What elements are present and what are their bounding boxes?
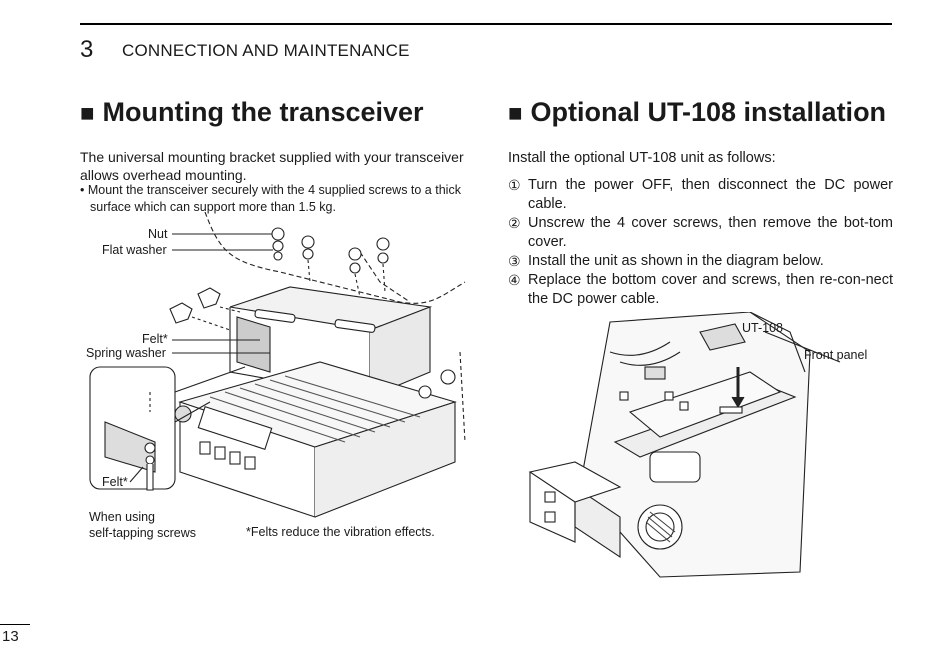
step-1: ① Turn the power OFF, then disconnect th… xyxy=(508,176,893,214)
label-felt-1: Felt* xyxy=(142,332,168,346)
label-ut108: UT-108 xyxy=(742,321,783,335)
self-tapping-note-line2: self-tapping screws xyxy=(89,526,196,540)
mounting-bullet: • Mount the transceiver securely with th… xyxy=(80,182,475,216)
label-spring-washer: Spring washer xyxy=(86,346,166,360)
page-number-rule xyxy=(0,624,30,625)
label-flat-washer: Flat washer xyxy=(102,243,167,257)
page-number: 13 xyxy=(2,628,19,645)
ut108-diagram xyxy=(528,312,841,578)
bullet-line2: surface which can support more than 1.5 … xyxy=(90,200,336,214)
mounting-intro: The universal mounting bracket supplied … xyxy=(80,149,464,183)
self-tapping-note: When using self-tapping screws xyxy=(89,509,196,541)
label-felt-2: Felt* xyxy=(102,475,128,489)
install-steps: ① Turn the power OFF, then disconnect th… xyxy=(508,176,893,309)
step-number: ① xyxy=(508,177,521,193)
bullet-line1: • Mount the transceiver securely with th… xyxy=(80,183,461,197)
heading-ut108: ■ Optional UT-108 installation xyxy=(508,97,886,128)
step-4: ④ Replace the bottom cover and screws, t… xyxy=(508,271,893,309)
mounting-diagram xyxy=(89,212,466,518)
label-front-panel: Front panel xyxy=(804,348,868,362)
chapter-number: 3 xyxy=(80,36,94,63)
heading-marker: ■ xyxy=(508,100,523,127)
step-number: ④ xyxy=(508,272,521,288)
install-intro: Install the optional UT-108 unit as foll… xyxy=(508,150,776,166)
felts-note: *Felts reduce the vibration effects. xyxy=(246,525,435,539)
top-rule xyxy=(80,23,892,25)
chapter-title: CONNECTION AND MAINTENANCE xyxy=(122,41,410,60)
step-number: ② xyxy=(508,215,521,231)
step-text: Install the unit as shown in the diagram… xyxy=(528,253,824,269)
label-nut: Nut xyxy=(148,227,168,241)
step-3: ③ Install the unit as shown in the diagr… xyxy=(508,252,893,271)
self-tapping-note-line1: When using xyxy=(89,510,156,524)
heading-marker: ■ xyxy=(80,100,95,127)
heading-ut108-text: Optional UT-108 installation xyxy=(530,97,887,127)
step-text: Replace the bottom cover and screws, the… xyxy=(528,272,893,307)
heading-mounting-text: Mounting the transceiver xyxy=(102,97,424,127)
step-2: ② Unscrew the 4 cover screws, then remov… xyxy=(508,214,893,252)
step-number: ③ xyxy=(508,253,521,269)
step-text: Unscrew the 4 cover screws, then remove … xyxy=(528,215,893,250)
heading-mounting: ■ Mounting the transceiver xyxy=(80,97,424,128)
step-text: Turn the power OFF, then disconnect the … xyxy=(528,177,893,212)
